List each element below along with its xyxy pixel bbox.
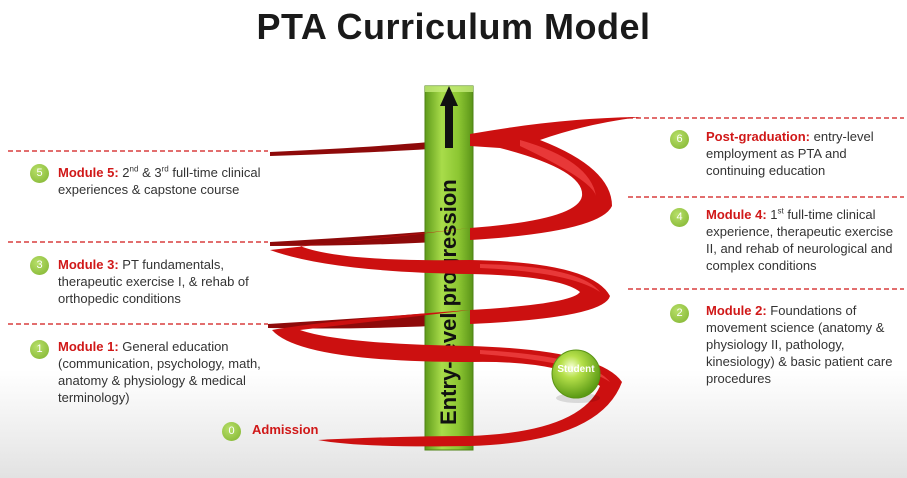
stage-module-1: Module 1: General education (communicati… bbox=[58, 338, 268, 406]
badge-module-3: 3 bbox=[30, 256, 49, 275]
module-4-sup: st bbox=[777, 206, 784, 216]
progression-label: Entry-level progression bbox=[436, 179, 461, 425]
badge-post-graduation: 6 bbox=[670, 130, 689, 149]
stage-module-2: Module 2: Foundations of movement scienc… bbox=[706, 302, 896, 387]
module-5-sup2: rd bbox=[161, 164, 169, 174]
module-4-ord: 1 bbox=[770, 207, 778, 222]
badge-admission: 0 bbox=[222, 422, 241, 441]
module-1-title: Module 1: bbox=[58, 339, 119, 354]
admission-label: Admission bbox=[252, 422, 319, 437]
student-ball bbox=[551, 349, 601, 399]
module-5-sup1: nd bbox=[129, 164, 139, 174]
module-5-ord2: 3 bbox=[154, 165, 162, 180]
module-4-title: Module 4: bbox=[706, 207, 767, 222]
module-3-title: Module 3: bbox=[58, 257, 119, 272]
badge-module-1: 1 bbox=[30, 340, 49, 359]
spiral-front bbox=[270, 117, 640, 447]
stage-module-4: Module 4: 1st full-time clinical experie… bbox=[706, 206, 904, 274]
module-5-mid: & bbox=[142, 165, 151, 180]
stage-module-3: Module 3: PT fundamentals, therapeutic e… bbox=[58, 256, 273, 307]
module-2-title: Module 2: bbox=[706, 303, 767, 318]
page-title: PTA Curriculum Model bbox=[256, 6, 651, 47]
post-graduation-text: entry-level employment as PTA and contin… bbox=[706, 129, 874, 178]
module-4-text: full-time clinical experience, therapeut… bbox=[706, 207, 894, 273]
module-5-ord1: 2 bbox=[122, 165, 130, 180]
stage-module-5: Module 5: 2nd & 3rd full-time clinical e… bbox=[58, 164, 268, 198]
module-1-text: General education (communication, psycho… bbox=[58, 339, 261, 405]
module-5-title: Module 5: bbox=[58, 165, 119, 180]
badge-module-2: 2 bbox=[670, 304, 689, 323]
badge-module-5: 5 bbox=[30, 164, 49, 183]
student-label: Student bbox=[557, 364, 595, 375]
post-graduation-title: Post-graduation: bbox=[706, 129, 810, 144]
guide-lines bbox=[8, 117, 904, 325]
stage-post-graduation: Post-graduation: entry-level employment … bbox=[706, 128, 896, 179]
module-3-text: PT fundamentals, therapeutic exercise I,… bbox=[58, 257, 249, 306]
badge-module-4: 4 bbox=[670, 208, 689, 227]
up-arrow-icon bbox=[440, 86, 458, 148]
module-5-text: full-time clinical experiences & capston… bbox=[58, 165, 261, 197]
module-2-text: Foundations of movement science (anatomy… bbox=[706, 303, 893, 386]
